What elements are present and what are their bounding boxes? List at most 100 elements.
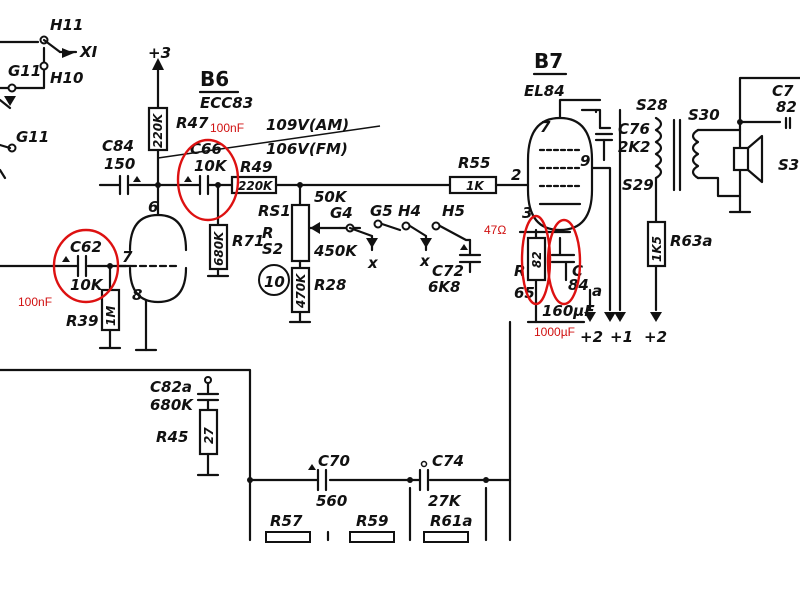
label-voltage-am: 109V(AM) [266, 116, 349, 134]
label-el84: EL84 [524, 82, 565, 100]
label-r39: R39 [66, 312, 98, 330]
label-g4: G4 [330, 204, 353, 222]
label-r61a: R61a [430, 512, 473, 530]
x-mark-2: x [419, 252, 431, 270]
capacitor-c72: C72 6K8 [428, 238, 482, 296]
label-circle-10: 10 [264, 273, 285, 291]
value-r63a: 1K5 [650, 236, 664, 262]
value-c66: 10K [194, 157, 228, 175]
label-ecc83: ECC83 [200, 94, 253, 112]
annotation-r65: 47Ω [484, 223, 506, 237]
label-s2: S2 [262, 240, 283, 258]
value-r28: 470K [294, 272, 308, 309]
label-h11: H11 [50, 16, 83, 34]
label-b7: B7 [534, 49, 563, 73]
label-plus3: +3 [148, 44, 171, 62]
annotation-c84: 1000µF [534, 325, 575, 339]
lower-resistors: R57 R59 R61a [265, 486, 488, 543]
red-markup-c84: 1000µF [534, 218, 582, 339]
label-r45: R45 [156, 428, 188, 446]
label-r63a: R63a [670, 232, 713, 250]
pin-7: 7 [122, 248, 133, 266]
label-voltage-fm: 106V(FM) [266, 140, 348, 158]
pin-7b: 7 [540, 118, 551, 136]
label-h10: H10 [50, 69, 83, 87]
label-r55: R55 [458, 154, 490, 172]
pin-6: 6 [148, 198, 158, 216]
label-v82: 82 [776, 98, 797, 116]
label-160uf: 160µF [542, 302, 595, 320]
label-r71: R71 [232, 232, 264, 250]
supply-terminals: +2 +1 +2 [580, 108, 667, 346]
label-r59: R59 [356, 512, 388, 530]
label-r57: R57 [270, 512, 303, 530]
resistor-r71: 680K R71 [206, 183, 264, 278]
label-g11-bottom: G11 [16, 128, 49, 146]
capacitor-c82a: C82a 680K [150, 376, 220, 414]
pin-3: 3 [522, 204, 532, 222]
label-c62: C62 [70, 238, 102, 256]
label-a: a [592, 282, 602, 300]
resistor-r63a: 1K5 R63a [646, 220, 713, 312]
label-rs1: RS1 [258, 202, 291, 220]
red-markup-r65: 47Ω [484, 214, 552, 306]
label-r-small: R [262, 224, 274, 242]
cathode-network: 82 R 65 C 84 a 160µF [514, 230, 602, 324]
capacitor-c84: C84 150 [98, 137, 160, 196]
tube-b6-section: 6 7 8 [118, 183, 188, 352]
value-r55: 1K [466, 179, 485, 193]
value-r49: 220K [238, 179, 274, 193]
label-r-2: R [514, 262, 526, 280]
value-r39: 1M [104, 306, 118, 326]
capacitor-c70: C70 560 [308, 452, 350, 510]
value-c84: 150 [104, 155, 135, 173]
resistor-r49: R49 220K [230, 158, 278, 195]
annotation-c66: 100nF [210, 121, 244, 135]
label-50k: 50K [314, 188, 348, 206]
value-r47: 220K [151, 112, 165, 148]
label-r28: R28 [314, 276, 346, 294]
label-c72: C72 [432, 262, 464, 280]
value-c72: 6K8 [428, 278, 461, 296]
label-450k: 450K [313, 242, 358, 260]
resistor-r39: 1M R39 [66, 264, 122, 350]
resistor-r47: 220K R47 [147, 106, 209, 187]
label-c7x: C7 [772, 82, 794, 100]
label-b6: B6 [200, 67, 229, 91]
lower-rail [0, 320, 512, 542]
value-r71: 680K [212, 230, 226, 266]
label-c70: C70 [318, 452, 350, 470]
label-xi: XI [79, 43, 98, 61]
label-s29: S29 [622, 176, 654, 194]
tube-b7: 7 9 3 [522, 98, 612, 324]
red-markup-c62: 100nF [18, 228, 120, 309]
capacitor-c76: C76 2K2 [594, 120, 651, 162]
label-c84: C84 [102, 137, 134, 155]
annotation-c62: 100nF [18, 295, 52, 309]
potentiometer-rs1: RS1 R S2 50K 450K 10 [258, 183, 358, 296]
pin-8: 8 [132, 286, 142, 304]
label-c66: C66 [190, 140, 222, 158]
label-r49: R49 [240, 158, 272, 176]
value-r82: 82 [530, 251, 544, 268]
label-h4: H4 [398, 202, 421, 220]
resistor-r55: R55 1K 2 [448, 154, 530, 195]
label-g5: G5 [370, 202, 393, 220]
label-c: C [572, 262, 583, 280]
label-s3x: S3 [778, 156, 799, 174]
label-plus2-b: +2 [644, 328, 667, 346]
value-c82a: 680K [150, 396, 194, 414]
label-r47: R47 [176, 114, 209, 132]
label-plus1: +1 [610, 328, 633, 346]
pin-2: 2 [511, 166, 521, 184]
capacitor-c74: C74 27K [418, 452, 464, 510]
pin-9: 9 [580, 152, 590, 170]
switch-h11-h10: H11 H10 XI G11 G11 [0, 16, 98, 180]
value-c74: 27K [428, 492, 462, 510]
label-g11-top: G11 [8, 62, 41, 80]
label-s30: S30 [688, 106, 720, 124]
value-r45: 27 [202, 427, 216, 444]
value-c76: 2K2 [618, 138, 651, 156]
label-h5: H5 [442, 202, 465, 220]
value-c70: 560 [316, 492, 347, 510]
